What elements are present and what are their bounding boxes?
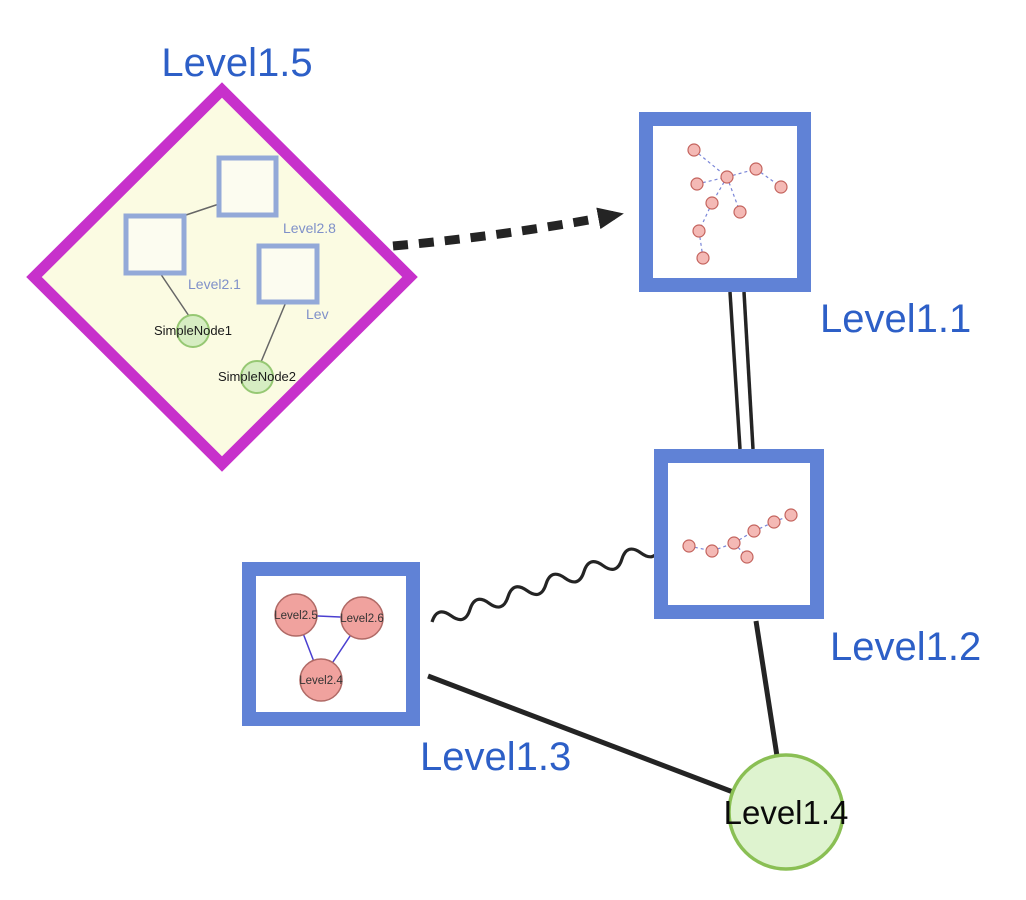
node-level2-4[interactable]: [299, 658, 343, 702]
node-level2-5[interactable]: [274, 593, 318, 637]
edge-level13-level14[interactable]: [427, 673, 734, 795]
edge-level15-level11[interactable]: [392, 207, 624, 251]
node-level11[interactable]: [639, 112, 811, 292]
node-level2-1[interactable]: [123, 213, 187, 276]
node-level15[interactable]: Level2.8 Level2.1 Lev SimpleNode1 Simple…: [26, 82, 418, 472]
level12-mini-nodes: [682, 508, 798, 564]
node-level13[interactable]: Level2.5 Level2.6 Level2.4: [242, 562, 420, 726]
edge-level12-level14[interactable]: [753, 620, 780, 757]
node-level2-8-label: Level2.8: [283, 220, 336, 236]
edge-level11-level12[interactable]: [728, 291, 755, 450]
node-level15-label: Level1.5: [161, 41, 312, 85]
level11-mini-nodes: [687, 143, 788, 265]
node-lev-label: Lev: [306, 306, 329, 322]
node-level12[interactable]: [654, 449, 824, 619]
level11-subgraph: [687, 143, 788, 265]
level13-subgraph: Level2.5 Level2.6 Level2.4: [274, 593, 384, 702]
node-level2-1-label: Level2.1: [188, 276, 241, 292]
node-level14[interactable]: Level1.4: [724, 753, 849, 871]
node-level2-6-label: Level2.6: [340, 613, 383, 625]
edge-level13-level12[interactable]: [430, 540, 662, 629]
node-simplenode1-label: SimpleNode1: [154, 323, 232, 338]
node-level11-label: Level1.1: [820, 297, 971, 341]
node-simplenode2-label: SimpleNode2: [218, 369, 296, 384]
node-level14-label: Level1.4: [724, 794, 849, 831]
node-level2-5-label: Level2.5: [274, 610, 317, 622]
node-simplenode2[interactable]: [240, 360, 274, 394]
level12-subgraph: [682, 508, 798, 564]
node-level13-label: Level1.3: [420, 735, 571, 779]
node-level12-label: Level1.2: [830, 625, 981, 669]
node-level2-8[interactable]: [216, 155, 279, 218]
node-lev[interactable]: [256, 243, 320, 305]
node-simplenode1[interactable]: [176, 314, 210, 348]
node-level2-4-label: Level2.4: [299, 675, 343, 687]
node-level2-6[interactable]: [340, 596, 384, 640]
